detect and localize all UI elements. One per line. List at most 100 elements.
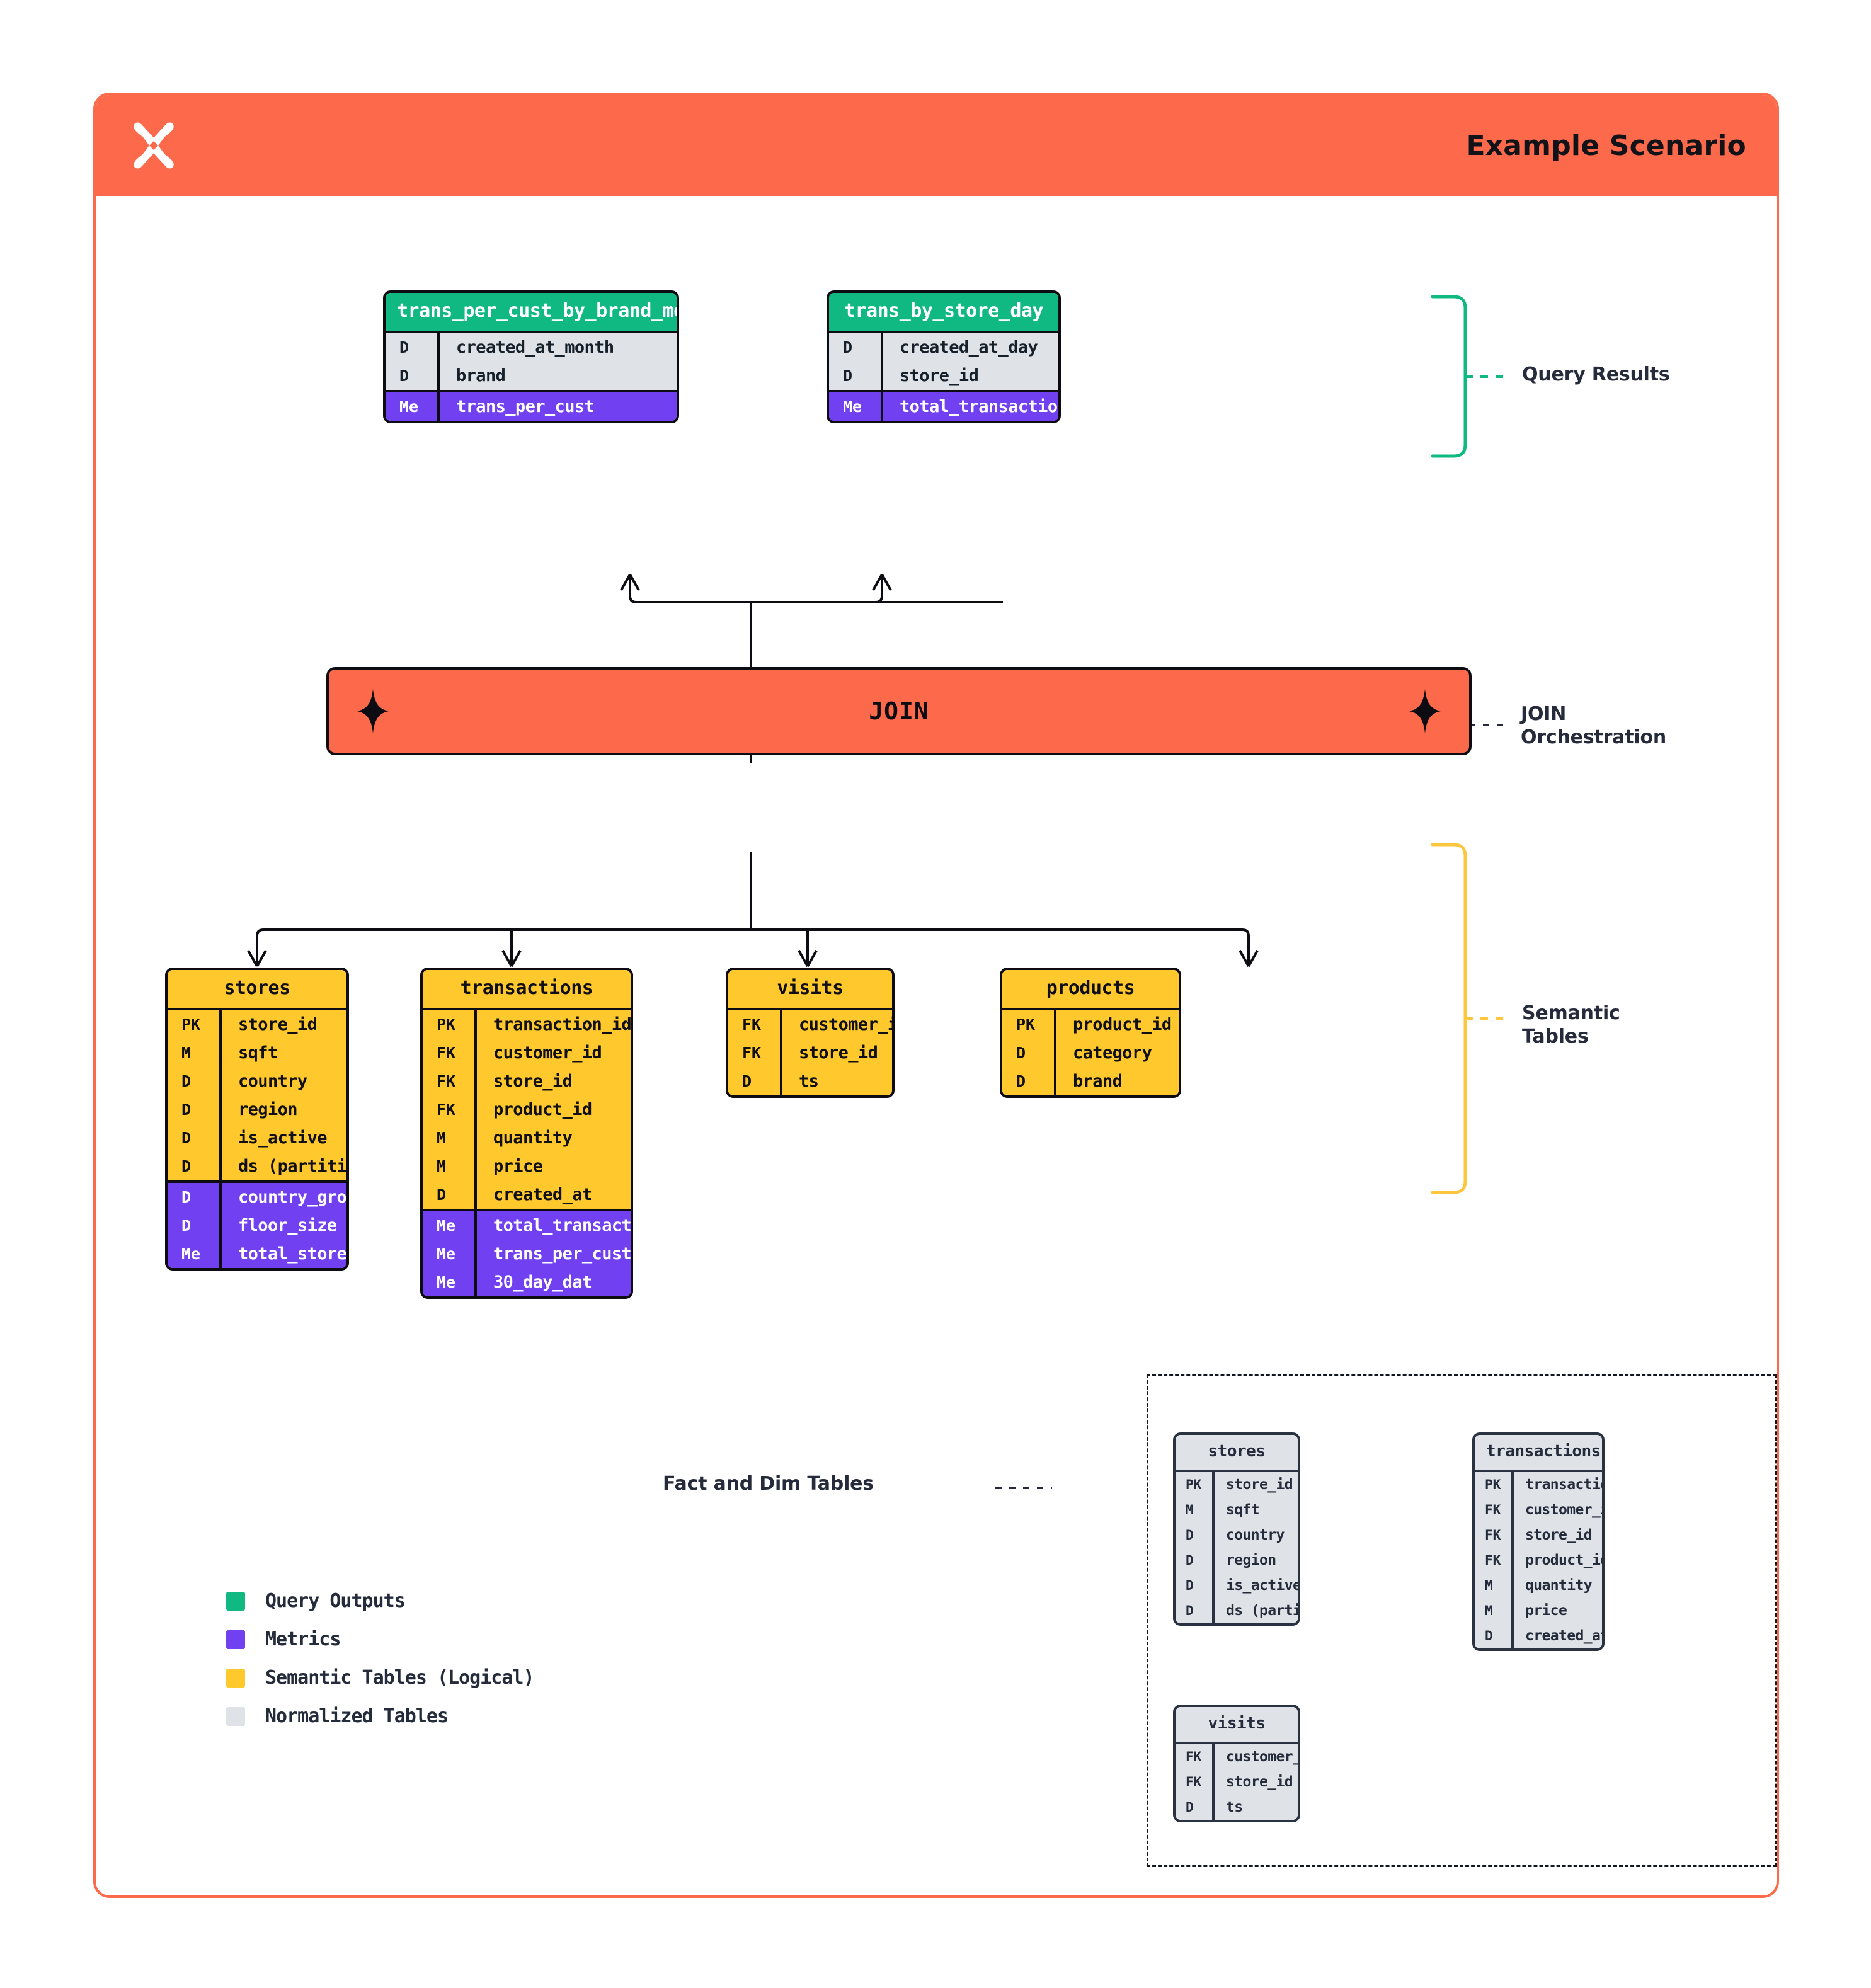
row-key: D xyxy=(423,1180,477,1209)
table-row: D brand xyxy=(386,361,677,390)
row-field: is_active xyxy=(1226,1577,1300,1594)
row-key: D xyxy=(1002,1038,1056,1067)
table-title: transactions xyxy=(423,970,631,1008)
row-field: quantity xyxy=(493,1128,573,1148)
table-metric-rows: Me trans_per_cust xyxy=(386,389,677,421)
row-key: M xyxy=(1475,1598,1514,1624)
row-field: customer_id xyxy=(1226,1749,1300,1766)
table-title: products xyxy=(1002,970,1179,1008)
row-field: customer_id xyxy=(799,1014,892,1034)
row-key: D xyxy=(168,1182,222,1211)
legend-label: Metrics xyxy=(265,1628,341,1650)
join-orchestration-bar[interactable]: JOIN xyxy=(326,667,1472,755)
annotation-join-orchestration: JOIN Orchestration xyxy=(1521,703,1666,749)
row-key: D xyxy=(168,1151,222,1180)
legend-swatch-normalized-tables xyxy=(226,1706,245,1726)
row-field: store_id xyxy=(799,1043,878,1063)
row-field: created_at xyxy=(493,1184,592,1204)
row-key: D xyxy=(168,1095,222,1124)
row-field: created_at xyxy=(1525,1628,1605,1645)
row-field: store_id xyxy=(1525,1527,1593,1544)
row-field: price xyxy=(1525,1602,1567,1620)
annotation-fact-dim-tables: Fact and Dim Tables xyxy=(663,1473,874,1496)
legend-label: Normalized Tables xyxy=(265,1705,449,1727)
query-result-table-1[interactable]: trans_by_store_day D created_at_day D st… xyxy=(827,290,1061,423)
row-key: FK xyxy=(1176,1744,1215,1770)
table-row: FK store_id xyxy=(423,1066,631,1095)
row-key: D xyxy=(829,333,883,362)
row-field: trans_per_cust xyxy=(456,396,595,416)
join-label: JOIN xyxy=(869,697,929,725)
legend-swatch-query-outputs xyxy=(226,1591,245,1611)
row-field: ds (partition) xyxy=(238,1156,347,1176)
query-result-table-0[interactable]: trans_per_cust_by_brand_month D created_… xyxy=(383,290,679,423)
row-field: store_id xyxy=(493,1071,573,1091)
annotation-label-line2: Tables xyxy=(1522,1025,1589,1048)
row-field: ds (partition) xyxy=(1226,1602,1300,1620)
card-header: Example Scenario xyxy=(96,95,1777,196)
row-key: M xyxy=(423,1151,477,1180)
row-key: D xyxy=(728,1066,782,1095)
table-dimension-rows: D created_at_month D brand xyxy=(386,330,677,390)
fact-dim-container xyxy=(1147,1374,1777,1867)
legend-item: Semantic Tables (Logical) xyxy=(226,1667,535,1689)
row-field: region xyxy=(238,1099,298,1119)
row-field: region xyxy=(1226,1552,1276,1569)
scenario-card: Example Scenario xyxy=(93,93,1779,1898)
row-field: transaction_id xyxy=(1525,1477,1602,1494)
row-key: PK xyxy=(168,1010,222,1039)
sparkle-icon xyxy=(1409,689,1441,733)
row-field: created_at_day xyxy=(900,337,1038,357)
row-field: ts xyxy=(799,1071,819,1091)
annotation-label: Query Results xyxy=(1522,363,1670,386)
annotation-label-line1: JOIN xyxy=(1521,703,1567,725)
row-field: customer_id xyxy=(1525,1502,1602,1519)
table-title: stores xyxy=(1176,1435,1298,1470)
row-key: D xyxy=(1176,1795,1215,1820)
table-row: Dds (partition) xyxy=(168,1151,347,1180)
legend-item: Normalized Tables xyxy=(226,1705,534,1727)
row-key: M xyxy=(1176,1497,1215,1523)
annotation-query-results: Query Results xyxy=(1522,363,1670,387)
row-key: D xyxy=(168,1211,222,1240)
row-key: Me xyxy=(423,1211,477,1240)
row-key: FK xyxy=(423,1066,477,1095)
row-key: FK xyxy=(1475,1548,1514,1574)
row-key: FK xyxy=(728,1038,782,1067)
row-field: total_transactions xyxy=(493,1215,632,1235)
row-key: PK xyxy=(1002,1010,1056,1039)
row-field: sqft xyxy=(1226,1502,1260,1519)
row-key: D xyxy=(1176,1548,1215,1574)
row-field: 30_day_dat xyxy=(493,1272,592,1292)
table-row: FK store_id xyxy=(728,1038,892,1067)
row-key: D xyxy=(1176,1522,1215,1548)
row-field: total_stores xyxy=(238,1243,349,1264)
